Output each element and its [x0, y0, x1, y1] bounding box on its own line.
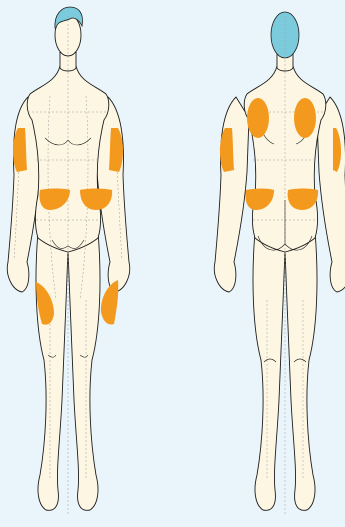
back-head — [271, 12, 299, 58]
site-back-left-shoulder-blade — [247, 98, 269, 138]
site-back-right-shoulder-blade — [294, 98, 316, 138]
